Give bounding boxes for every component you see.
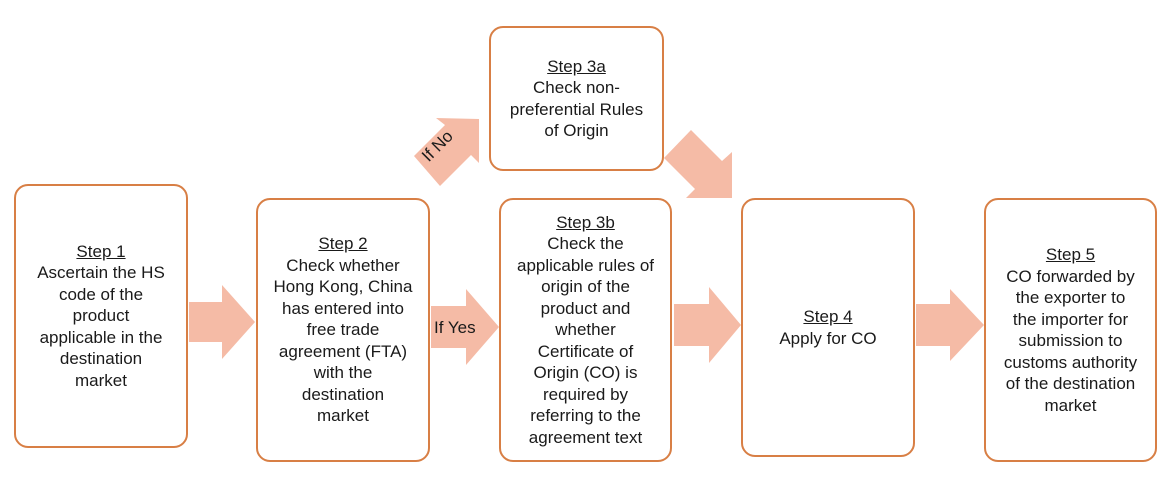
step-1-line: market: [75, 370, 127, 390]
arrow-step2-to-step3a: [414, 118, 479, 186]
arrow-step4-to-step5: [916, 289, 984, 361]
step-2-line: destination: [301, 384, 385, 404]
step-3b-line: Origin (CO) is: [533, 363, 638, 383]
step-1-line: Ascertain the HS: [37, 263, 165, 283]
step-4-line: Apply for CO: [779, 328, 877, 348]
step-3a-line: preferential Rules: [509, 99, 644, 119]
step-2-line: free trade: [306, 320, 380, 340]
step-1-line: code of the: [58, 284, 144, 304]
step-5-line: market: [1044, 395, 1097, 415]
step-5-line: of the destination: [1005, 374, 1136, 393]
step-2-line: market: [317, 406, 369, 426]
step-3b-line: product and: [540, 298, 631, 318]
step-1-line: product: [72, 306, 130, 326]
step-1-box: Step 1 Ascertain the HS code of the prod…: [14, 184, 188, 448]
step-5-line: the exporter to: [1015, 288, 1126, 307]
step-3b-line: agreement text: [528, 427, 643, 447]
step-5-line: customs authority: [1003, 352, 1138, 372]
arrow-step3b-to-step4: [674, 287, 741, 363]
step-3b-title: Step 3b: [556, 212, 615, 232]
step-2-line: Check whether: [286, 255, 400, 275]
arrow-step2-to-step3b: [431, 289, 499, 365]
step-2-line: with the: [313, 363, 373, 383]
step-3a-line: of Origin: [544, 121, 609, 140]
step-2-line: Hong Kong, China: [273, 277, 413, 297]
step-4-box: Step 4 Apply for CO: [741, 198, 915, 457]
step-3a-line: Check non-: [533, 78, 620, 97]
step-5-title: Step 5: [1045, 245, 1096, 264]
step-2-box: Step 2 Check whether Hong Kong, China ha…: [256, 198, 430, 462]
step-3b-line: referring to the: [530, 406, 641, 426]
step-3b-line: Check the: [547, 234, 624, 254]
step-3b-line: applicable rules of: [516, 255, 655, 275]
step-3b-box: Step 3b Check the applicable rules of or…: [499, 198, 672, 462]
step-5-line: CO forwarded by: [1006, 266, 1135, 286]
step-3b-line: required by: [542, 384, 629, 404]
arrow-step3a-to-step4: [664, 130, 732, 198]
step-1-title: Step 1: [76, 241, 126, 261]
step-3b-line: origin of the: [541, 277, 630, 297]
step-2-line: has entered into: [282, 298, 404, 318]
step-5-line: the importer for: [1012, 309, 1129, 329]
step-5-line: submission to: [1018, 331, 1123, 350]
step-2-title: Step 2: [318, 234, 368, 254]
step-4-title: Step 4: [803, 307, 853, 326]
step-5-box: Step 5 CO forwarded by the exporter to t…: [984, 198, 1157, 462]
step-3a-box: Step 3a Check non- preferential Rules of…: [489, 26, 664, 171]
step-3b-line: Certificate of: [537, 341, 634, 361]
step-3a-title: Step 3a: [547, 56, 606, 76]
step-3b-line: whether: [555, 320, 616, 340]
step-2-line: agreement (FTA): [278, 341, 408, 361]
if-yes-label: If Yes: [434, 318, 476, 337]
step-1-line: destination: [59, 349, 143, 369]
step-1-line: applicable in the: [39, 327, 163, 347]
arrow-step1-to-step2: [189, 285, 255, 359]
